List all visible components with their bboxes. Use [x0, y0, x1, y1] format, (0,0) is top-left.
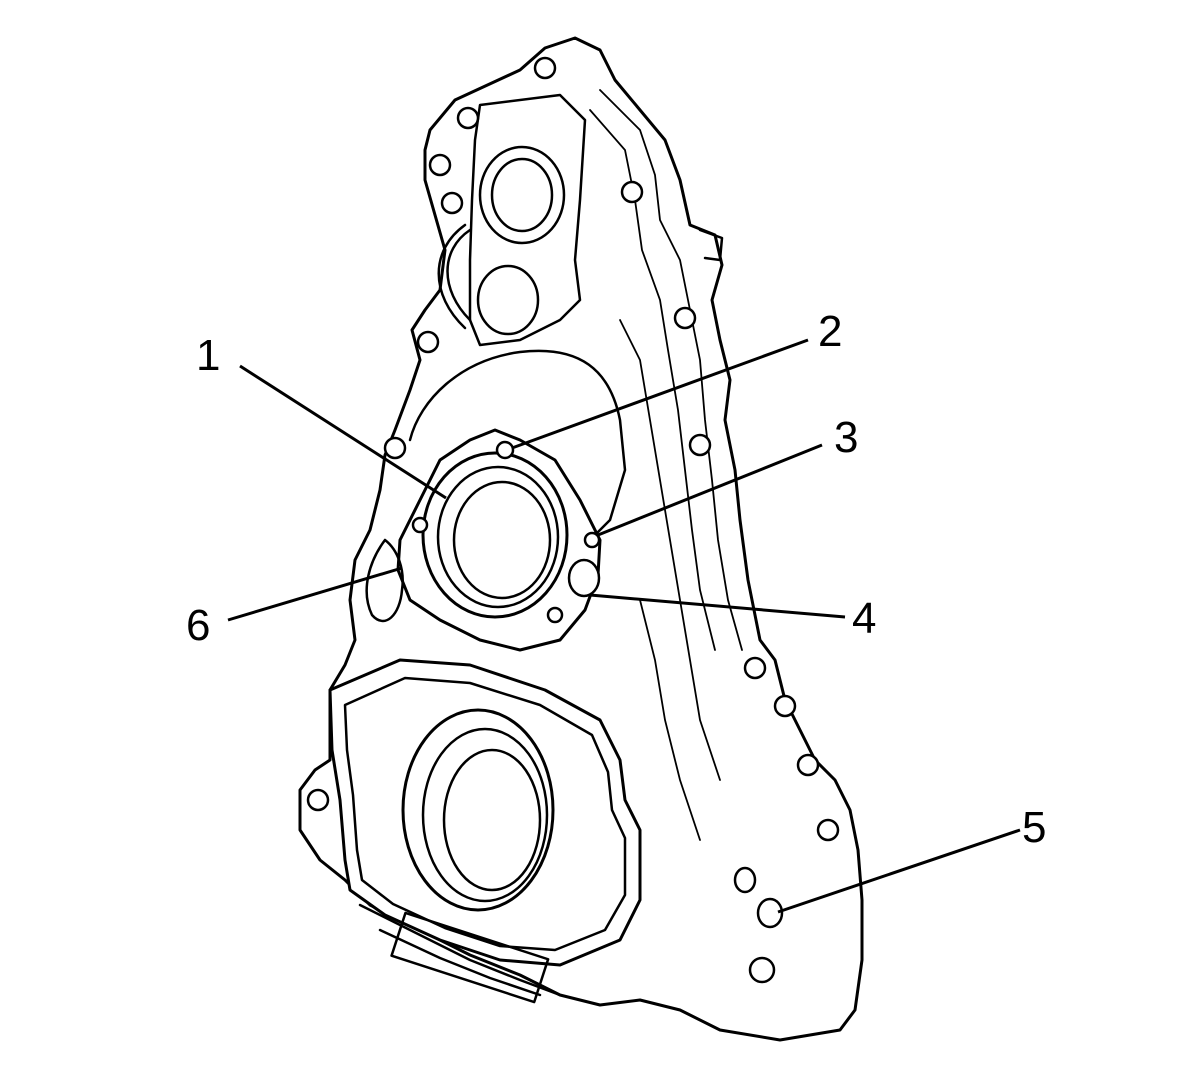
front-oil-seal: [421, 451, 569, 619]
flange-hole-right: [583, 531, 601, 549]
bolt-hole: [440, 191, 464, 215]
bolt-hole: [416, 330, 440, 354]
callout-6: 6: [186, 601, 210, 650]
bolt-hole: [456, 106, 480, 130]
leader-6: [227, 566, 403, 622]
bolt-hole: [796, 753, 820, 777]
bolt-hole: [306, 788, 330, 812]
bolt-hole: [816, 818, 840, 842]
leader-2: [511, 338, 809, 450]
leader-4: [589, 593, 846, 619]
gasket-bead: [365, 538, 404, 623]
lower-dowel: [756, 897, 784, 929]
dowel-hole: [567, 558, 601, 598]
crankshaft-seal-bore: [401, 708, 555, 912]
bolt-hole: [383, 436, 407, 460]
bolt-hole: [673, 306, 697, 330]
seal-boss-dome: [408, 349, 627, 542]
leader-1: [239, 364, 447, 500]
bolt-hole: [773, 694, 797, 718]
callout-4: 4: [852, 594, 876, 643]
callout-labels: 1 2 3 4 5 6: [186, 307, 1046, 852]
callout-2: 2: [818, 307, 842, 356]
front-cover-body: [298, 36, 864, 1042]
bolt-hole: [688, 433, 712, 457]
bolt-hole: [620, 180, 644, 204]
bolt-hole: [533, 56, 557, 80]
flange-hole-lower: [546, 606, 564, 624]
callout-1: 1: [196, 331, 220, 380]
callout-3: 3: [834, 413, 858, 462]
callout-5: 5: [1022, 803, 1046, 852]
idler-bore: [476, 264, 540, 336]
bolt-hole: [428, 153, 452, 177]
leader-3: [597, 443, 823, 537]
flange-hole-left: [411, 516, 429, 534]
flange-hole-upper: [495, 440, 515, 460]
bolt-hole: [748, 956, 776, 984]
leader-5: [777, 828, 1021, 914]
bolt-hole: [743, 656, 767, 680]
callout-leaders: [227, 338, 1021, 914]
upper-boss-panel: [468, 93, 587, 347]
